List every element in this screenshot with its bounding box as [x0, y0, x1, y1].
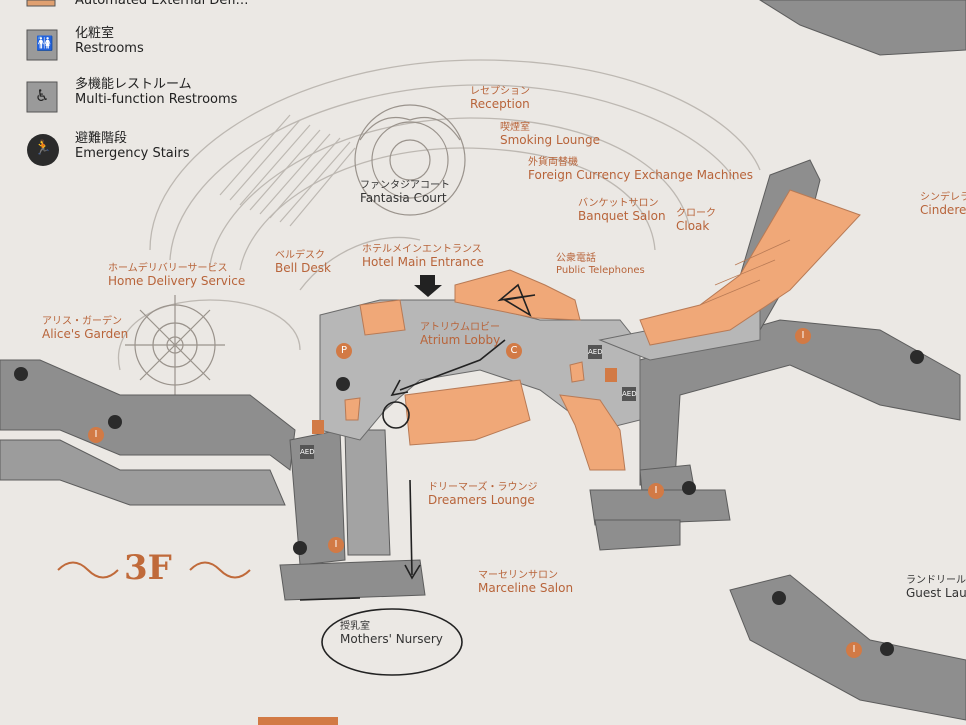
- restroom-icon: 🚻: [36, 36, 54, 52]
- hand-drawn-annotations: [299, 283, 536, 676]
- emergency-stairs-icon: [14, 367, 28, 381]
- wheelchair-icon: ♿: [35, 86, 50, 105]
- emergency-stairs-icon: [880, 642, 894, 656]
- legend-aed: Automated External Defi…: [75, 0, 249, 8]
- info-marker-icon: I: [328, 537, 344, 553]
- emergency-stairs-icon: [336, 377, 350, 391]
- info-marker-icon: I: [88, 427, 104, 443]
- aed-marker-icon: AED: [300, 445, 315, 459]
- parking-stripes: [219, 114, 356, 227]
- info-marker-icon: I: [846, 642, 862, 658]
- room-dividers: [699, 239, 791, 306]
- highlighted-rooms: [344, 189, 861, 471]
- fantasia-court-fountain: [354, 104, 466, 216]
- emergency-stairs-icon: [772, 591, 786, 605]
- restroom-marker-icon: [312, 420, 324, 434]
- emergency-stairs-icon: 🏃: [34, 140, 52, 156]
- emergency-stairs-icon: [108, 415, 122, 429]
- info-marker-icon: I: [795, 328, 811, 344]
- restroom-marker-icon: [605, 368, 617, 382]
- entrance-arrow-icon: [414, 275, 442, 297]
- parking-marker-icon: P: [336, 343, 352, 359]
- emergency-stairs-icon: [682, 481, 696, 495]
- alice-garden-ornament: [125, 295, 225, 395]
- info-marker-icon: I: [648, 483, 664, 499]
- floor-label: 3F: [124, 548, 172, 588]
- bottom-tab: [258, 717, 338, 725]
- coin-marker-icon: C: [506, 343, 522, 359]
- emergency-stairs-icon: [293, 541, 307, 555]
- emergency-stairs-icon: [910, 350, 924, 364]
- aed-marker-icon: AED: [622, 387, 637, 401]
- aed-marker-icon: AED: [588, 345, 603, 359]
- legend-icons: [26, 0, 59, 166]
- floor-ornament: [57, 561, 251, 579]
